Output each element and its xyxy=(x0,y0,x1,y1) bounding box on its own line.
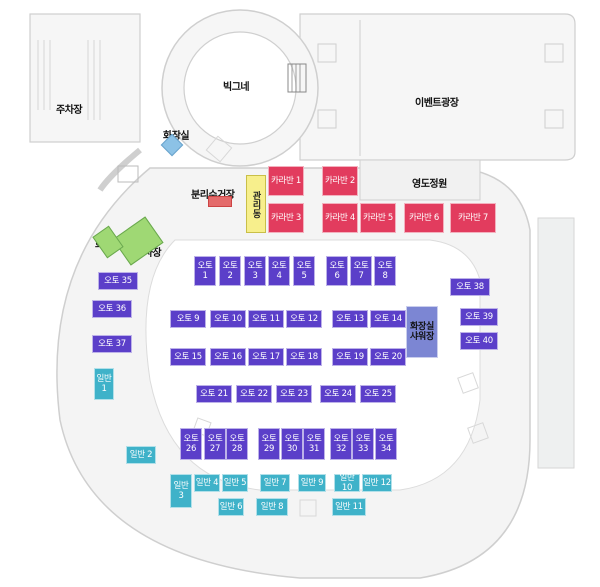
general-site[interactable]: 일반 9 xyxy=(298,474,326,492)
auto-site[interactable]: 오토 24 xyxy=(320,385,356,403)
general-site[interactable]: 일반 3 xyxy=(170,474,192,508)
auto-site[interactable]: 오토 25 xyxy=(360,385,396,403)
auto-site[interactable]: 오토 28 xyxy=(226,428,248,460)
auto-site[interactable]: 오토 15 xyxy=(170,348,206,366)
auto-site[interactable]: 오토 32 xyxy=(330,428,352,460)
auto-site[interactable]: 오토 12 xyxy=(286,310,322,328)
caravan-site[interactable]: 카라반 2 xyxy=(322,166,358,196)
general-site[interactable]: 일반 7 xyxy=(260,474,290,492)
general-site[interactable]: 일반 12 xyxy=(362,474,392,492)
auto-site[interactable]: 오토 35 xyxy=(98,272,138,290)
auto-site[interactable]: 오토 38 xyxy=(450,278,490,296)
auto-site[interactable]: 오토 3 xyxy=(244,256,266,286)
caravan-site[interactable]: 카라반 6 xyxy=(404,203,444,233)
auto-site[interactable]: 오토 40 xyxy=(460,332,498,350)
event-plaza-area xyxy=(299,13,576,161)
road-curve xyxy=(97,147,142,192)
auto-site[interactable]: 오토 4 xyxy=(268,256,290,286)
auto-site[interactable]: 오토 2 xyxy=(219,256,241,286)
auto-site[interactable]: 오토 20 xyxy=(370,348,406,366)
auto-site[interactable]: 오토 7 xyxy=(350,256,372,286)
auto-site[interactable]: 오토 13 xyxy=(332,310,368,328)
auto-site[interactable]: 오토 33 xyxy=(352,428,374,460)
parking-area xyxy=(29,13,141,143)
green-zone xyxy=(537,217,575,469)
general-site[interactable]: 일반 1 xyxy=(94,368,114,400)
recycle-label: 분리수거장 xyxy=(191,186,235,201)
restroom-shower[interactable]: 화장실 샤워장 xyxy=(406,306,438,358)
general-site[interactable]: 일반 10 xyxy=(334,473,360,493)
auto-site[interactable]: 오토 37 xyxy=(92,335,132,353)
auto-site[interactable]: 오토 8 xyxy=(374,256,396,286)
swing-icon xyxy=(287,63,307,93)
general-site[interactable]: 일반 6 xyxy=(218,498,244,516)
auto-site[interactable]: 오토 34 xyxy=(375,428,397,460)
big-tent-label: 빅그네 xyxy=(223,82,250,93)
auto-site[interactable]: 오토 36 xyxy=(92,300,132,318)
auto-site[interactable]: 오토 11 xyxy=(248,310,284,328)
general-site[interactable]: 일반 5 xyxy=(222,474,248,492)
auto-site[interactable]: 오토 27 xyxy=(204,428,226,460)
auto-site[interactable]: 오토 21 xyxy=(196,385,232,403)
event-plaza-label: 이벤트광장 xyxy=(415,98,459,109)
caravan-site[interactable]: 카라반 5 xyxy=(360,203,396,233)
auto-site[interactable]: 오토 26 xyxy=(180,428,202,460)
office-building[interactable]: 관리동 xyxy=(246,175,266,233)
auto-site[interactable]: 오토 6 xyxy=(326,256,348,286)
crosswalk xyxy=(117,165,139,183)
auto-site[interactable]: 오토 14 xyxy=(370,310,406,328)
general-site[interactable]: 일반 8 xyxy=(256,498,288,516)
recycle-station[interactable] xyxy=(208,196,232,207)
caravan-site[interactable]: 카라반 4 xyxy=(322,203,358,233)
auto-site[interactable]: 오토 19 xyxy=(332,348,368,366)
caravan-site[interactable]: 카라반 3 xyxy=(268,203,304,233)
restroom-top-label: 화장실 xyxy=(163,131,190,142)
auto-site[interactable]: 오토 39 xyxy=(460,308,498,326)
auto-site[interactable]: 오토 30 xyxy=(281,428,303,460)
auto-site[interactable]: 오토 31 xyxy=(303,428,325,460)
campground-decor xyxy=(192,135,489,517)
auto-site[interactable]: 오토 16 xyxy=(210,348,246,366)
garden-area xyxy=(359,159,481,201)
auto-site[interactable]: 오토 5 xyxy=(293,256,315,286)
general-site[interactable]: 일반 11 xyxy=(332,498,366,516)
auto-site[interactable]: 오토 1 xyxy=(194,256,216,286)
parking-stripes xyxy=(37,40,101,120)
garden-label: 영도정원 xyxy=(412,179,447,190)
kitchen-label: 취사장 xyxy=(135,248,162,259)
auto-site[interactable]: 오토 29 xyxy=(258,428,280,460)
general-site[interactable]: 일반 4 xyxy=(194,474,220,492)
auto-site[interactable]: 오토 17 xyxy=(248,348,284,366)
auto-site[interactable]: 오토 9 xyxy=(170,310,206,328)
auto-site[interactable]: 오토 23 xyxy=(276,385,312,403)
general-site[interactable]: 일반 2 xyxy=(126,446,156,464)
parking-label: 주차장 xyxy=(56,105,83,116)
office-label: 관리동 xyxy=(250,190,261,218)
auto-site[interactable]: 오토 18 xyxy=(286,348,322,366)
auto-site[interactable]: 오토 22 xyxy=(236,385,272,403)
caravan-site[interactable]: 카라반 1 xyxy=(268,166,304,196)
plaza-features xyxy=(317,20,564,156)
auto-site[interactable]: 오토 10 xyxy=(210,310,246,328)
caravan-site[interactable]: 카라반 7 xyxy=(450,203,496,233)
